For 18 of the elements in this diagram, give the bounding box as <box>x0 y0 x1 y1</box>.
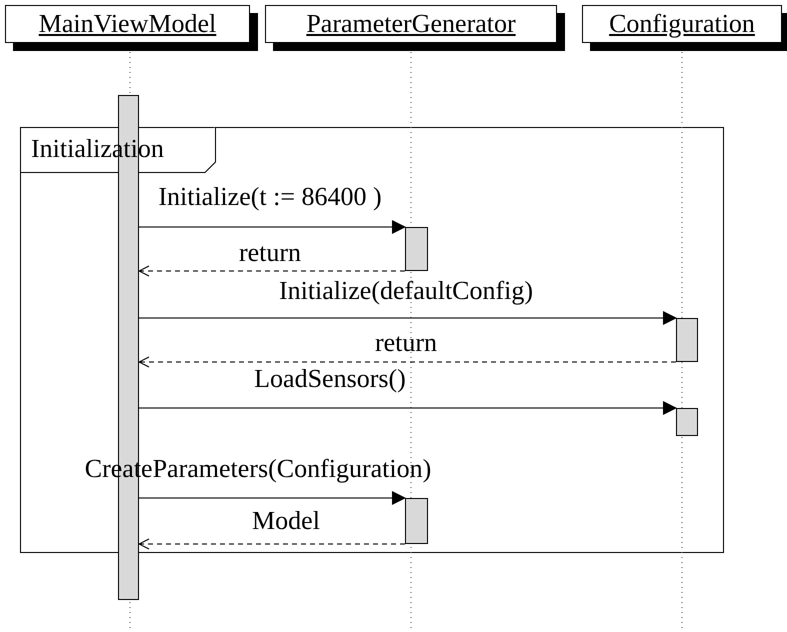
activation-bar <box>676 318 698 362</box>
message-label: Initialize(defaultConfig) <box>278 276 534 306</box>
return-arrow <box>138 356 676 368</box>
activation-bar <box>676 408 698 436</box>
activation-bar <box>405 498 428 544</box>
message-label: Model <box>252 506 320 536</box>
activation-bar <box>405 227 428 271</box>
message-label: LoadSensors() <box>254 364 406 394</box>
return-arrow <box>138 538 406 550</box>
message-arrow <box>138 491 406 505</box>
message-label: Initialize(t := 86400 ) <box>158 182 382 212</box>
message-arrow <box>138 220 406 234</box>
return-arrow <box>138 266 406 276</box>
message-arrow <box>138 311 677 325</box>
message-label: return <box>238 238 302 268</box>
fragment-frame <box>20 127 724 553</box>
message-label: return <box>374 328 438 358</box>
message-arrow <box>138 401 677 415</box>
